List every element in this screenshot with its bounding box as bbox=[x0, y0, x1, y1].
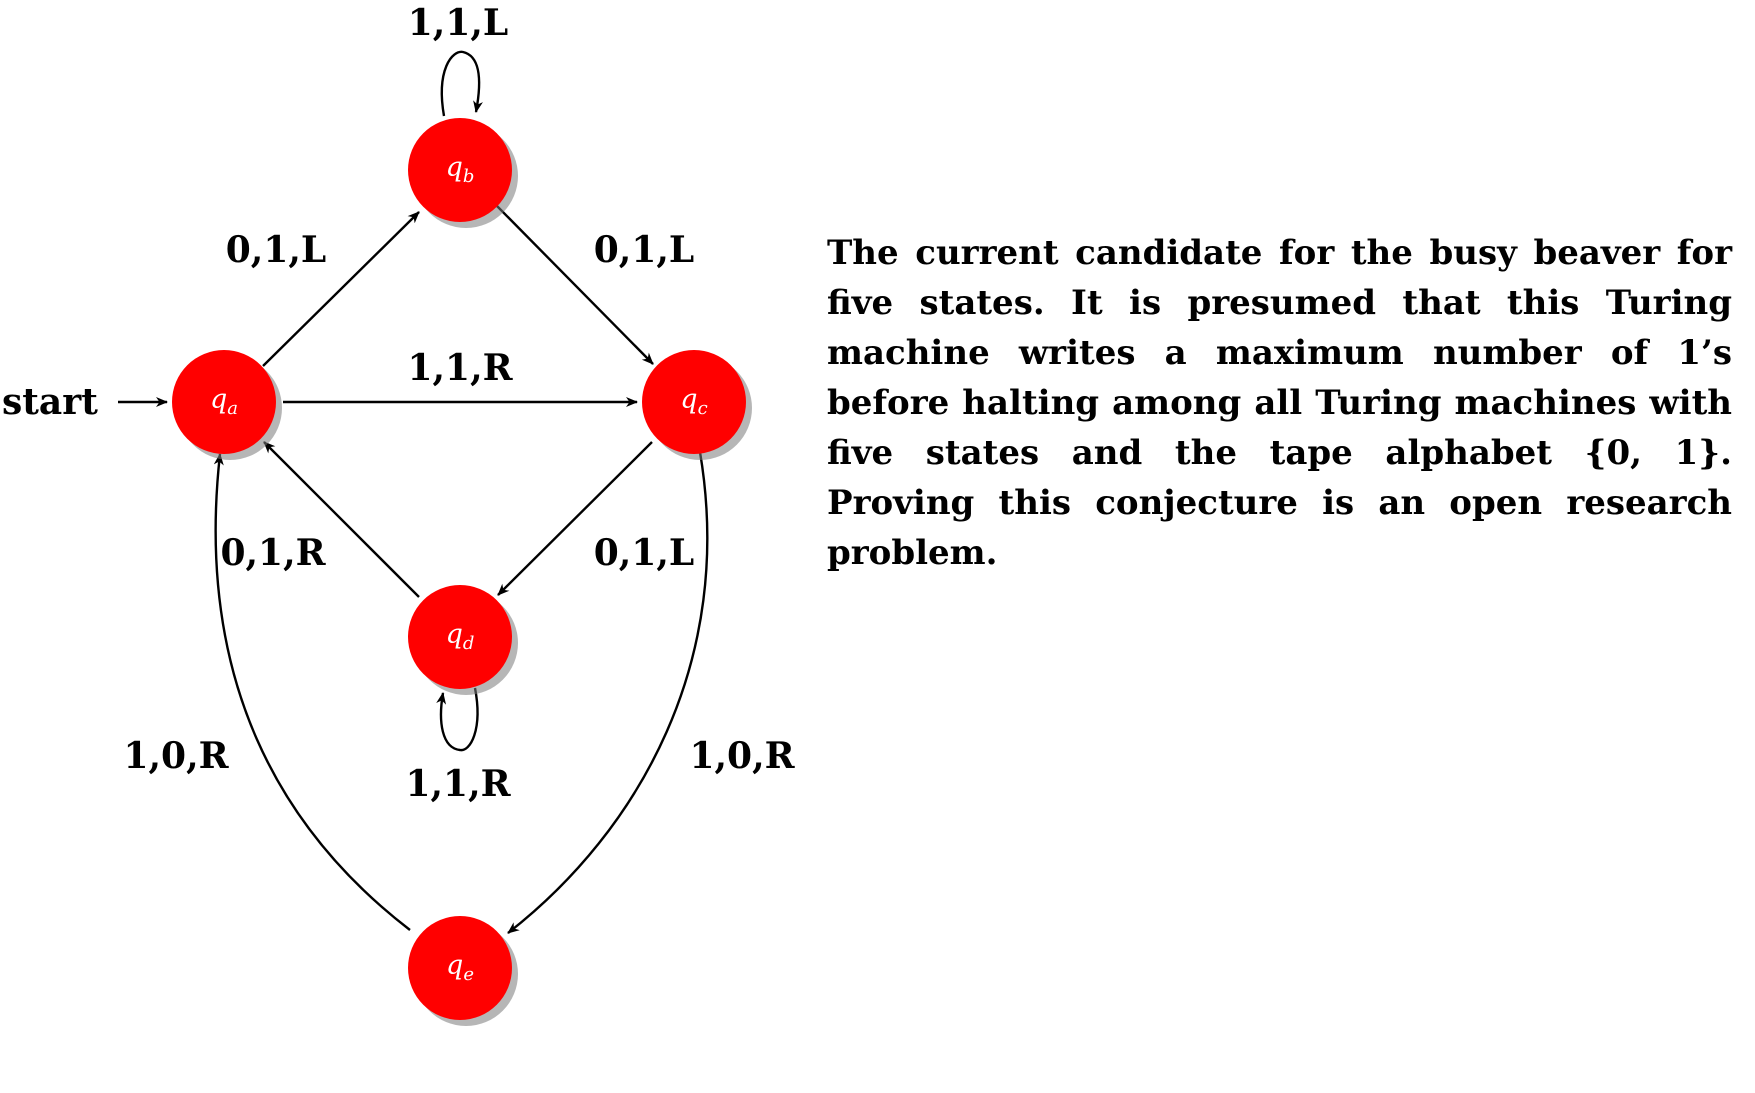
label-b-to-c: 0,1,L bbox=[594, 229, 694, 271]
label-d-loop: 1,1,R bbox=[405, 763, 511, 805]
svg-text:qe: qe bbox=[446, 950, 474, 985]
state-qc: qc bbox=[642, 350, 752, 460]
label-c-to-e: 1,0,R bbox=[689, 735, 795, 777]
start-label: start bbox=[2, 381, 98, 423]
svg-text:qb: qb bbox=[446, 152, 475, 187]
edge-a-to-b bbox=[262, 211, 420, 367]
label-a-to-b: 0,1,L bbox=[226, 229, 326, 271]
loop-b bbox=[440, 50, 483, 117]
caption-text: The current candidate for the busy beave… bbox=[827, 233, 1732, 573]
svg-text:qd: qd bbox=[446, 619, 475, 654]
state-qb: qb bbox=[408, 118, 518, 228]
edge-d-to-a bbox=[263, 441, 420, 598]
svg-text:qa: qa bbox=[210, 384, 238, 419]
state-qe: qe bbox=[408, 916, 518, 1026]
label-a-to-c: 1,1,R bbox=[407, 347, 513, 389]
loop-d bbox=[436, 687, 479, 752]
label-e-to-a: 1,0,R bbox=[123, 735, 229, 777]
label-c-to-d: 0,1,L bbox=[594, 532, 694, 574]
state-qa: qa bbox=[172, 350, 282, 460]
turing-machine-diagram: qb qa qc qd qe start 1,1,L 0,1,L 0,1,L 1… bbox=[2, 2, 796, 1026]
state-qd: qd bbox=[408, 585, 518, 695]
label-d-to-a: 0,1,R bbox=[220, 532, 326, 574]
edge-c-to-e bbox=[507, 451, 709, 934]
edge-c-to-d bbox=[497, 441, 653, 596]
edge-b-to-c bbox=[496, 205, 654, 365]
label-b-loop: 1,1,L bbox=[408, 2, 508, 44]
svg-text:qc: qc bbox=[680, 384, 707, 419]
edge-e-to-a bbox=[213, 453, 411, 931]
